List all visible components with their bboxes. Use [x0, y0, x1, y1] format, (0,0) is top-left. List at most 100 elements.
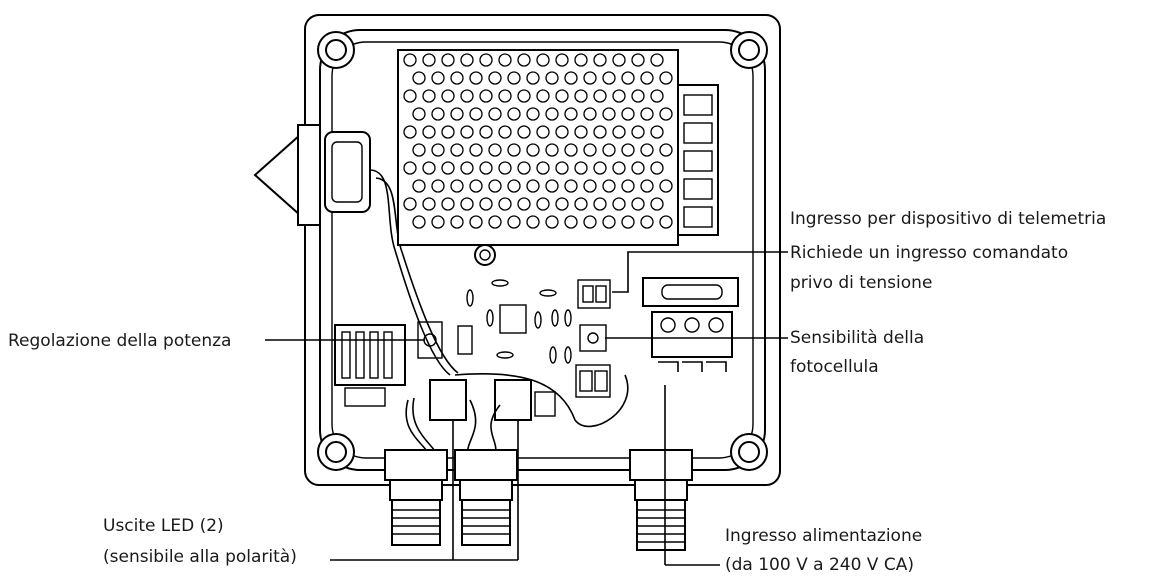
- heatsink-hole: [536, 197, 550, 211]
- heatsink-hole: [488, 215, 502, 229]
- heatsink-hole: [574, 89, 588, 103]
- heatsink-hole: [650, 89, 664, 103]
- heatsink-hole: [507, 215, 521, 229]
- heatsink-hole: [460, 125, 474, 139]
- heatsink-hole: [422, 197, 436, 211]
- heatsink-hole: [583, 179, 597, 193]
- heatsink-hole: [431, 215, 445, 229]
- power-regulator: [334, 324, 406, 407]
- heatsink-hole: [460, 53, 474, 67]
- heatsink-hole: [583, 107, 597, 121]
- heatsink-hole: [593, 197, 607, 211]
- heatsink-hole: [602, 71, 616, 85]
- heatsink-hole: [659, 215, 673, 229]
- heatsink-hole: [621, 179, 635, 193]
- heatsink-hole: [517, 53, 531, 67]
- label-power-adjust: Regolazione della potenza: [8, 331, 231, 351]
- heatsink-hole: [612, 53, 626, 67]
- heatsink-hole: [545, 143, 559, 157]
- heatsink-holes: [403, 53, 673, 229]
- heatsink-hole: [659, 143, 673, 157]
- heatsink-hole: [659, 179, 673, 193]
- heatsink-hole: [422, 89, 436, 103]
- heatsink-hole: [555, 125, 569, 139]
- heatsink-hole: [574, 53, 588, 67]
- label-photocell-line1: Sensibilità della: [790, 328, 924, 348]
- heatsink-hole: [507, 143, 521, 157]
- heatsink-hole: [469, 71, 483, 85]
- heatsink-hole: [479, 161, 493, 175]
- heatsink-hole: [659, 107, 673, 121]
- heatsink-hole: [564, 71, 578, 85]
- heatsink-hole: [431, 143, 445, 157]
- label-power-in-line2: (da 100 V a 240 V CA): [725, 555, 914, 575]
- heatsink-hole: [441, 125, 455, 139]
- heatsink-hole: [621, 107, 635, 121]
- heatsink-hole: [574, 197, 588, 211]
- heatsink-hole: [593, 53, 607, 67]
- heatsink-hole: [545, 71, 559, 85]
- heatsink-hole: [479, 197, 493, 211]
- heatsink-hole: [631, 161, 645, 175]
- heatsink-hole: [412, 143, 426, 157]
- heatsink-hole: [640, 107, 654, 121]
- heatsink-hole: [450, 107, 464, 121]
- gland-power: [629, 449, 693, 551]
- heatsink-hole: [536, 89, 550, 103]
- heatsink-hole: [631, 89, 645, 103]
- heatsink-hole: [469, 179, 483, 193]
- heatsink-hole: [469, 107, 483, 121]
- heatsink-hole: [526, 71, 540, 85]
- heatsink-hole: [640, 215, 654, 229]
- heatsink-hole: [450, 143, 464, 157]
- heatsink-hole: [659, 71, 673, 85]
- label-telemetry-line3: privo di tensione: [790, 273, 932, 293]
- label-led-line1: Uscite LED (2): [103, 516, 224, 536]
- heatsink-hole: [640, 71, 654, 85]
- heatsink-hole: [507, 179, 521, 193]
- heatsink-hole: [621, 143, 635, 157]
- mains-terminal: [642, 277, 739, 372]
- heatsink-hole: [564, 215, 578, 229]
- heatsink-hole: [517, 89, 531, 103]
- heatsink-hole: [536, 53, 550, 67]
- heatsink-hole: [602, 107, 616, 121]
- heatsink-hole: [412, 215, 426, 229]
- heatsink-hole: [536, 125, 550, 139]
- heatsink-hole: [536, 161, 550, 175]
- heatsink-hole: [583, 215, 597, 229]
- heatsink-hole: [412, 71, 426, 85]
- heatsink-hole: [441, 89, 455, 103]
- heatsink-hole: [431, 71, 445, 85]
- heatsink-hole: [574, 125, 588, 139]
- gland-led-1: [384, 449, 448, 546]
- heatsink-hole: [431, 179, 445, 193]
- heatsink-hole: [412, 107, 426, 121]
- heatsink-hole: [517, 161, 531, 175]
- heatsink-hole: [583, 71, 597, 85]
- heatsink-hole: [555, 161, 569, 175]
- heatsink-hole: [593, 89, 607, 103]
- heatsink-hole: [450, 179, 464, 193]
- heatsink-block: [397, 49, 679, 246]
- heatsink-hole: [498, 197, 512, 211]
- heatsink-hole: [602, 143, 616, 157]
- heatsink-hole: [460, 197, 474, 211]
- heatsink-hole: [469, 143, 483, 157]
- heatsink-hole: [564, 107, 578, 121]
- heatsink-hole: [612, 161, 626, 175]
- heatsink-hole: [545, 107, 559, 121]
- heatsink-hole: [488, 143, 502, 157]
- heatsink-hole: [621, 71, 635, 85]
- heatsink-hole: [526, 179, 540, 193]
- heatsink-hole: [441, 53, 455, 67]
- photocell-cone: [253, 124, 321, 226]
- heatsink-hole: [422, 161, 436, 175]
- heatsink-hole: [526, 215, 540, 229]
- heatsink-hole: [640, 179, 654, 193]
- led-connectors: [394, 249, 629, 456]
- heatsink-hole: [450, 71, 464, 85]
- heatsink-hole: [612, 125, 626, 139]
- heatsink-hole: [498, 53, 512, 67]
- heatsink-hole: [555, 53, 569, 67]
